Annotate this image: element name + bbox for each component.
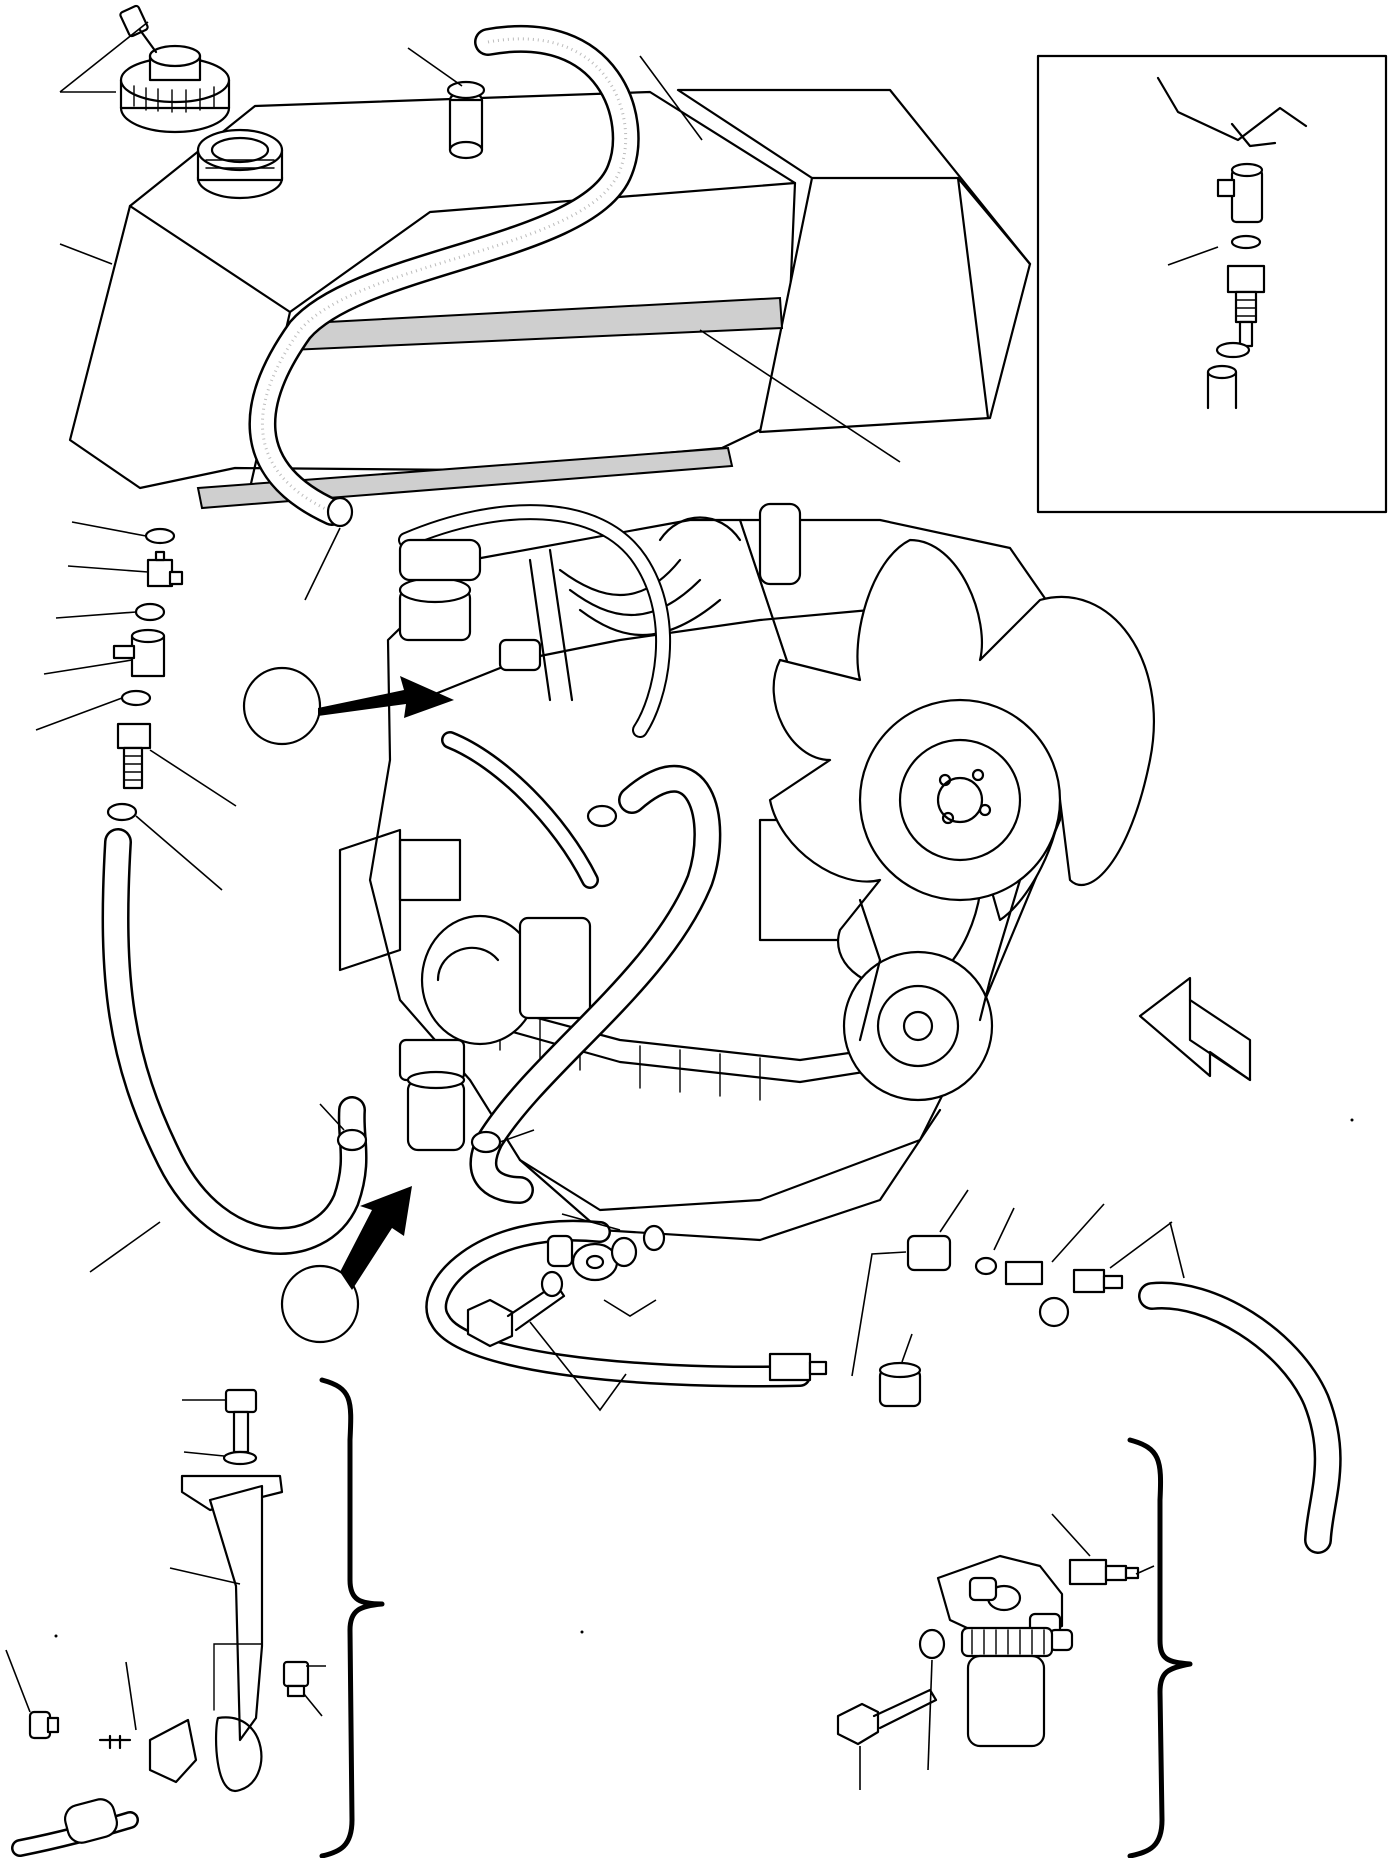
connector-icon [1004,1260,1044,1286]
nut-icon [282,1660,310,1698]
plug-icon [1038,1296,1070,1328]
long-bolt-icon [836,1688,938,1746]
washer-icon [540,1270,564,1298]
brace-left [319,1377,385,1858]
inset-washer-icon [1230,234,1262,250]
washer-icon [222,1450,258,1466]
bracket-detail [11,1388,310,1857]
tap-icon [146,550,184,588]
banjo-icon [112,628,166,678]
hose-clip-icon [470,1130,502,1154]
washer-icon [144,527,176,545]
inset-banjo-fitting-icon [1216,162,1264,224]
injection-filter-head [398,538,542,672]
filler-cap-icon [119,44,231,134]
tank-support [196,446,734,510]
water-separator-icon [398,1038,502,1154]
fuel-tank [68,88,1032,510]
bolt-icon [224,1388,258,1454]
inset-frame [1036,54,1388,514]
washer-icon [642,1224,666,1252]
hose-clip-icon [336,1128,368,1152]
crank-pulley-icon [842,878,1022,1102]
view-direction-arrow-icon [1138,976,1252,1082]
small-bolt-icon [28,1710,60,1740]
supply-hose-left [101,828,368,1255]
oil-filter-icon [420,914,592,1046]
washer-icon [974,1256,998,1276]
callout-bubble-lower [280,1186,412,1344]
cap-key-icon [119,4,158,54]
washer-icon [610,1236,638,1268]
alternator-bracket [758,502,802,586]
nipple-icon [116,722,152,790]
bleed-screw-icon [1068,1558,1140,1586]
tank-outlet-elbow-icon [446,80,486,160]
washer-icon [918,1628,946,1660]
callout-bubble-upper [242,666,454,746]
sediment-bowl-icon [966,1654,1046,1748]
inset-nipple-icon [1226,264,1266,348]
fitting-detail-inset [1036,54,1388,514]
cooling-fan-icon [768,538,1155,992]
hose-clip-icon [326,496,354,528]
union-icon [906,1234,1124,1328]
inset-clip-icon [1215,341,1251,359]
pipe-banjo-icon [540,1224,666,1298]
sediment-bowl-detail [836,1554,1140,1748]
pipe-end-fitting-icon [768,1352,828,1382]
clip-icon [446,80,486,100]
cap-nut-icon [878,1361,922,1408]
washer-icon [134,602,166,622]
hose-clip-icon [106,802,138,822]
washer-icon [120,689,152,707]
hose-clip-icon [586,804,618,828]
left-fitting-stack [106,527,184,822]
brace-right [1127,1437,1193,1858]
